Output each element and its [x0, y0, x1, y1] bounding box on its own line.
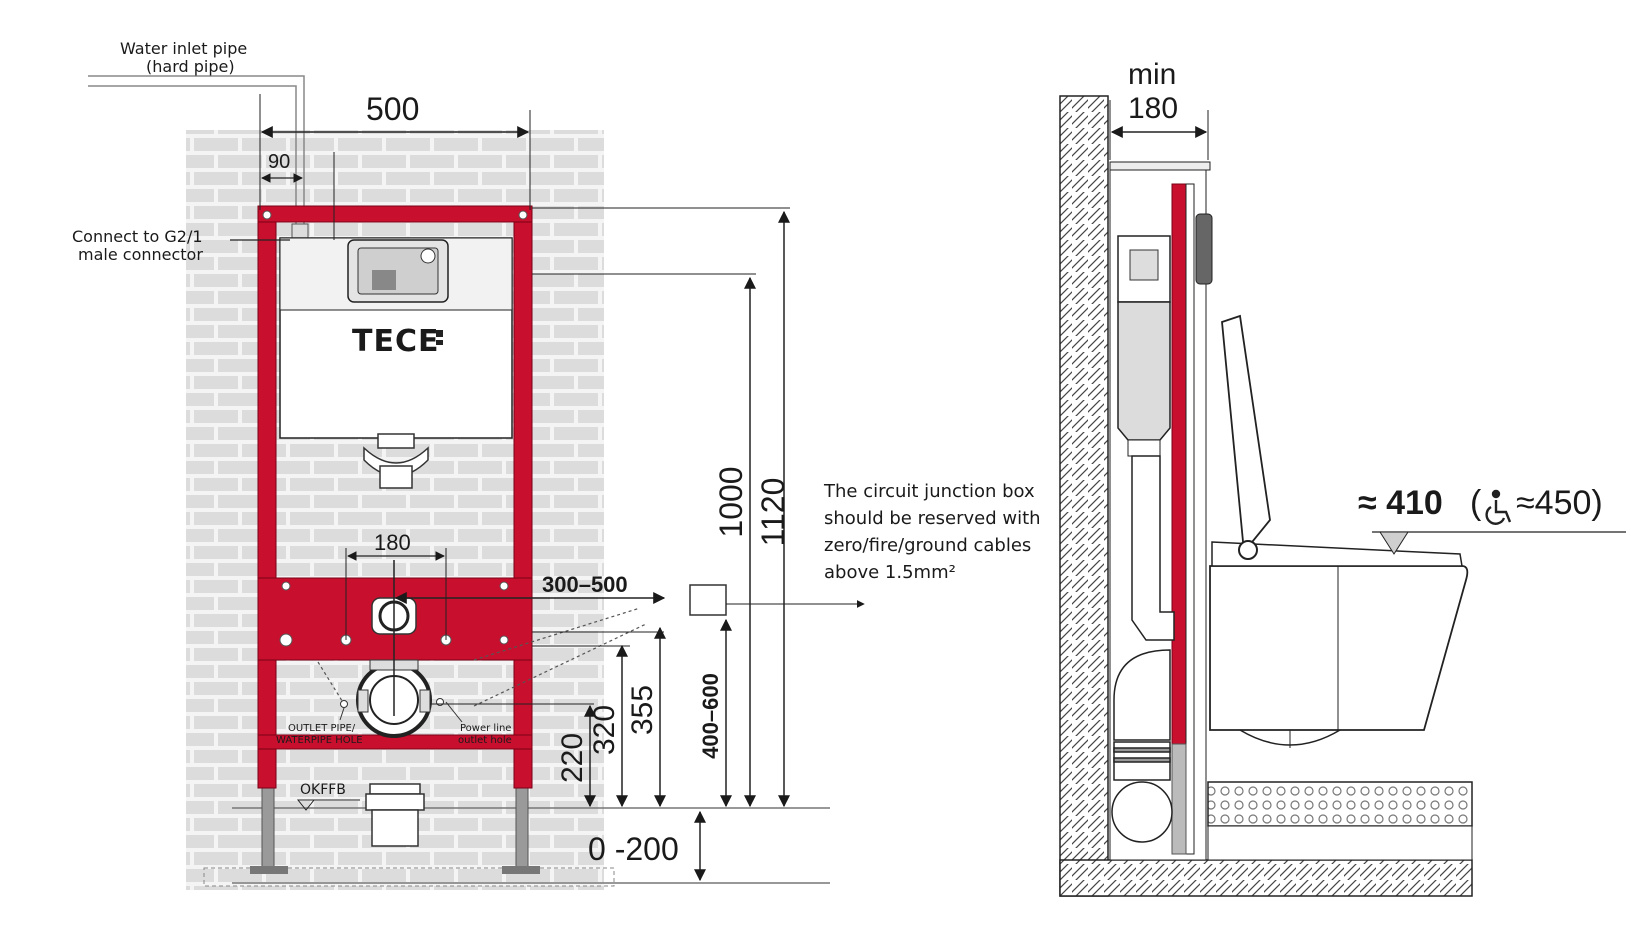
waterpipe-hole-label: WATERPIPE HOLE	[276, 735, 363, 746]
toilet-lid	[1221, 314, 1271, 555]
height-355-dimension: 355	[626, 685, 659, 735]
junction-offset-dimension: 300–500	[542, 572, 628, 597]
seat-height-dimension: ≈ 410	[1358, 484, 1443, 522]
drain-pipe-side	[1111, 455, 1175, 843]
junction-box	[689, 584, 727, 616]
bolt-spacing-dimension: 180	[374, 530, 411, 555]
power-height-dimension: 400–600	[698, 673, 723, 759]
screed-layer	[203, 867, 615, 887]
floor-section	[1059, 859, 1473, 897]
installation-frame	[257, 205, 533, 789]
inlet-offset-dimension: 90	[268, 151, 290, 173]
power-line-label: Power line	[460, 723, 511, 734]
frame-profile	[1171, 183, 1187, 745]
height-220-dimension: 220	[556, 733, 589, 783]
connector-type-label: male connector	[78, 245, 203, 264]
width-dimension: 500	[366, 91, 419, 127]
wall-hung-toilet	[1209, 314, 1469, 748]
wall-section	[1059, 95, 1109, 897]
power-outlet-label: outlet hole	[458, 735, 512, 746]
waste-pipe-connector	[365, 783, 425, 847]
seat-accessible-dimension: ≈450)	[1516, 484, 1603, 522]
tank-height-dimension: 1000	[713, 466, 749, 537]
floor-finish	[1207, 781, 1473, 827]
side-view: min 180 ≈ 410 ( ≈450)	[1059, 58, 1626, 897]
depth-min-dimension: 180	[1128, 92, 1178, 125]
junction-note-line4: above 1.5mm²	[824, 562, 956, 583]
junction-note-line2: should be reserved with	[824, 508, 1041, 529]
connector-label: Connect to G2/1	[72, 227, 203, 246]
frame-leg-right	[515, 779, 529, 873]
water-inlet-label: Water inlet pipe	[120, 39, 247, 58]
flush-plate	[1195, 213, 1213, 285]
junction-note-line3: zero/fire/ground cables	[824, 535, 1031, 556]
min-label: min	[1128, 58, 1176, 91]
outlet-pipe-label: OUTLET PIPE/	[288, 723, 356, 734]
front-view: TECE	[72, 39, 1041, 890]
height-320-dimension: 320	[588, 705, 621, 755]
frame-height-dimension: 1120	[755, 478, 791, 547]
brand-logo: TECE	[352, 324, 439, 359]
cistern-outlet	[363, 433, 429, 489]
seat-accessible-open: (	[1470, 484, 1482, 522]
toilet-seat	[1211, 541, 1463, 567]
frame-leg-left	[261, 779, 275, 873]
junction-note-line1: The circuit junction box	[823, 481, 1035, 502]
wheelchair-icon	[1485, 489, 1512, 525]
floor-adjust-dimension: 0 -200	[588, 831, 679, 867]
okffb-label: OKFFB	[300, 782, 346, 798]
hard-pipe-label: (hard pipe)	[146, 57, 235, 76]
